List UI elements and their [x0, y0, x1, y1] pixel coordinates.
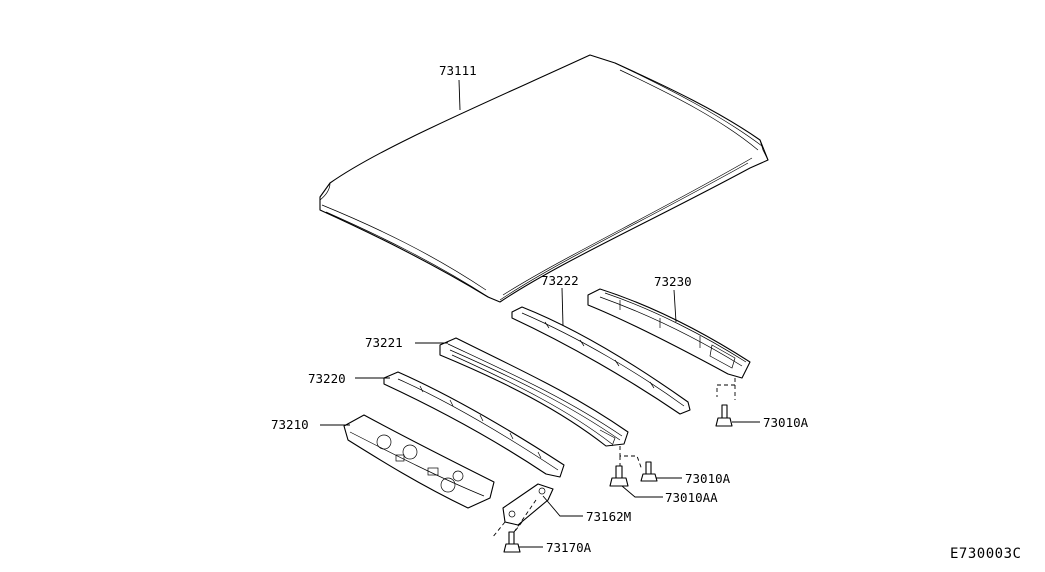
label-73221: 73221 — [365, 335, 403, 350]
label-73220: 73220 — [308, 371, 346, 386]
bracket-part[interactable] — [502, 483, 554, 526]
diagram-code: E730003C — [950, 546, 1021, 562]
front-rail-part[interactable] — [343, 414, 495, 509]
label-73010A-center: 73010A — [685, 471, 731, 486]
label-73230: 73230 — [654, 274, 692, 289]
rear-rail-part[interactable] — [587, 288, 751, 379]
label-73010A-rear: 73010A — [763, 415, 809, 430]
dashed-guide-front — [491, 499, 537, 539]
label-73010AA: 73010AA — [665, 490, 718, 505]
leader-73222 — [561, 287, 564, 327]
clip-center-aa-icon[interactable] — [609, 465, 629, 487]
leader-73010AA — [621, 485, 663, 498]
leader-73230 — [673, 289, 677, 323]
label-73210: 73210 — [271, 417, 309, 432]
label-73111: 73111 — [439, 63, 477, 78]
center-bow-part[interactable] — [439, 337, 629, 447]
rear-rail-upper-part[interactable] — [511, 306, 691, 415]
leader-73162M — [542, 495, 583, 517]
dashed-guide-center — [619, 446, 643, 471]
clip-center-a-icon[interactable] — [640, 461, 658, 482]
roof-panel[interactable] — [319, 54, 769, 303]
label-73222: 73222 — [541, 273, 579, 288]
clip-rear-icon[interactable] — [715, 404, 733, 427]
label-73162M: 73162M — [586, 509, 631, 524]
label-73170A: 73170A — [546, 540, 592, 555]
leader-73111 — [458, 79, 461, 111]
center-rail-part[interactable] — [383, 371, 565, 478]
dashed-guide-rear — [716, 378, 736, 400]
clip-front-icon[interactable] — [503, 531, 521, 553]
